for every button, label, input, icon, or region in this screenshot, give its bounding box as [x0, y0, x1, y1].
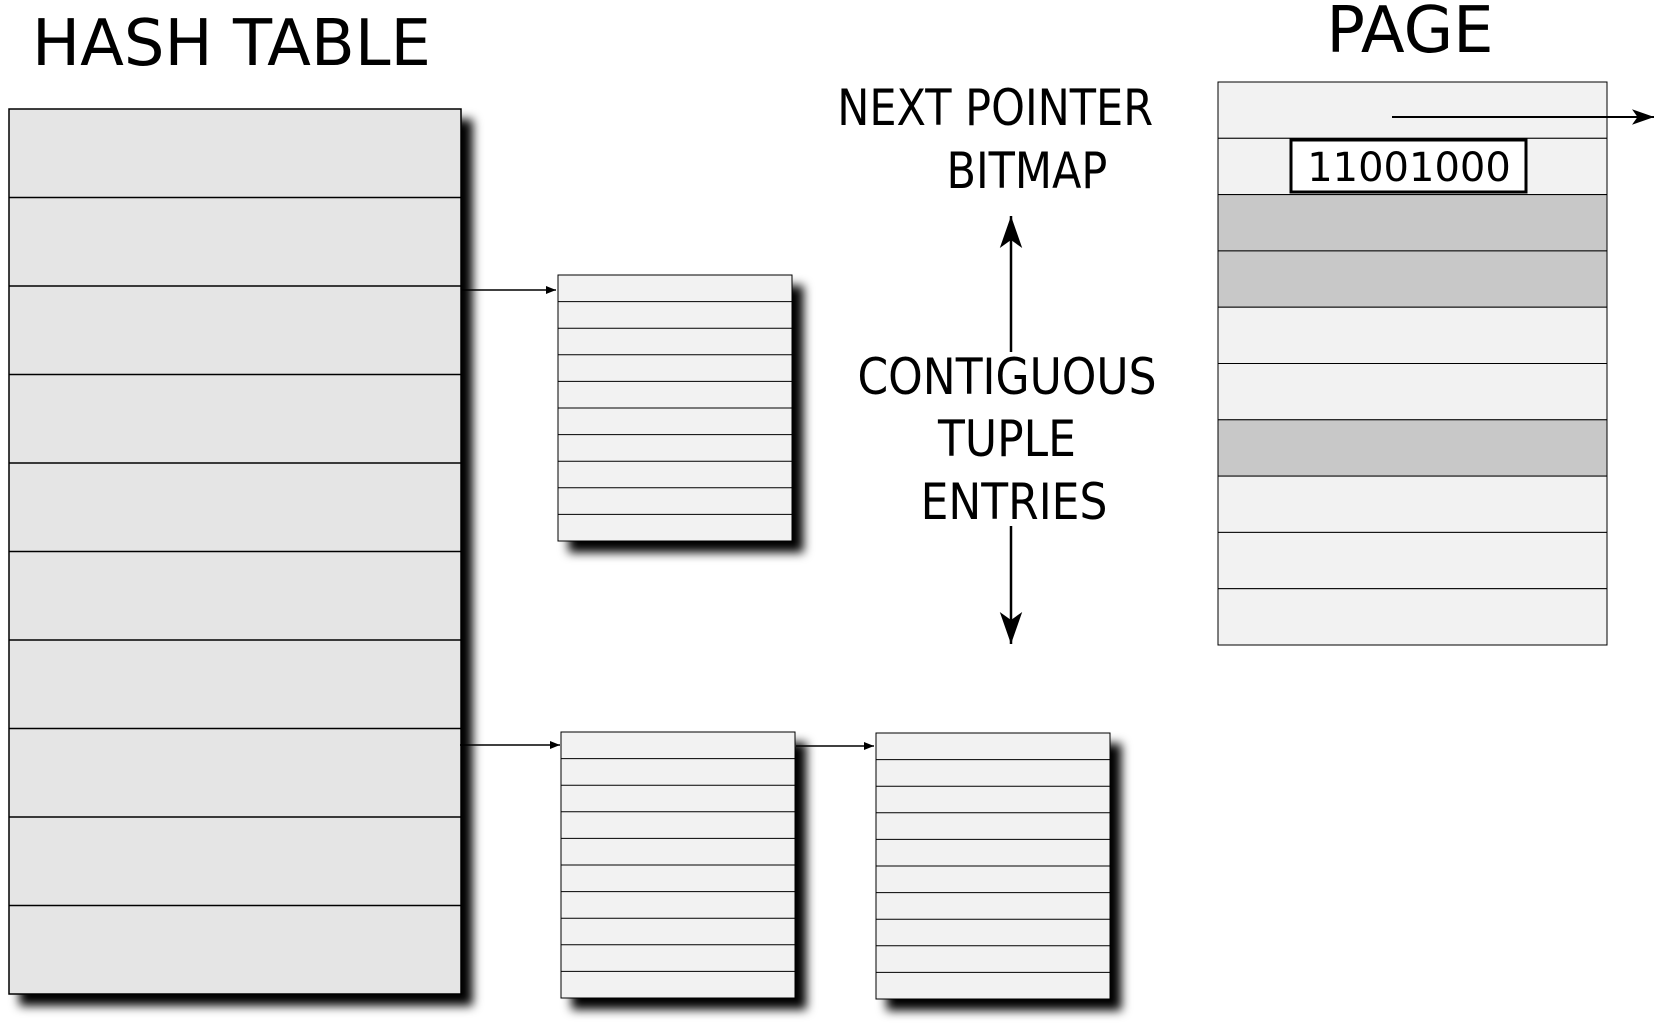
next-pointer-label: NEXT POINTER BITMAP: [837, 79, 1167, 200]
contiguous-entries-label: CONTIGUOUS TUPLE ENTRIES: [857, 348, 1170, 531]
page-row-free: [1217, 475, 1608, 533]
page-row-free: [1217, 306, 1608, 365]
page-row-free: [1217, 531, 1608, 590]
bucket-lower-1: [560, 731, 796, 999]
page-row-free: [1217, 588, 1608, 646]
page-row-used: [1217, 419, 1608, 477]
bucket-upper: [557, 274, 793, 542]
page-title: PAGE: [1326, 0, 1493, 68]
page-row-free: [1217, 363, 1608, 421]
contiguous-label-line-3: ENTRIES: [921, 473, 1108, 531]
bitmap-box: [1289, 138, 1528, 194]
hash-table: [8, 108, 462, 995]
hash-table-title: HASH TABLE: [32, 7, 431, 81]
page-row-used: [1217, 194, 1608, 252]
contiguous-label-line-1: CONTIGUOUS: [857, 348, 1156, 406]
page-row-used: [1217, 250, 1608, 308]
next-pointer-label-line-2: BITMAP: [946, 142, 1107, 200]
bucket-lower-2: [875, 732, 1111, 1000]
bitmap-value: 11001000: [1307, 145, 1511, 191]
page-block: [1217, 81, 1608, 646]
contiguous-label-line-2: TUPLE: [937, 410, 1076, 468]
page-row-next-pointer: [1217, 81, 1608, 139]
next-pointer-label-line-1: NEXT POINTER: [837, 79, 1153, 137]
